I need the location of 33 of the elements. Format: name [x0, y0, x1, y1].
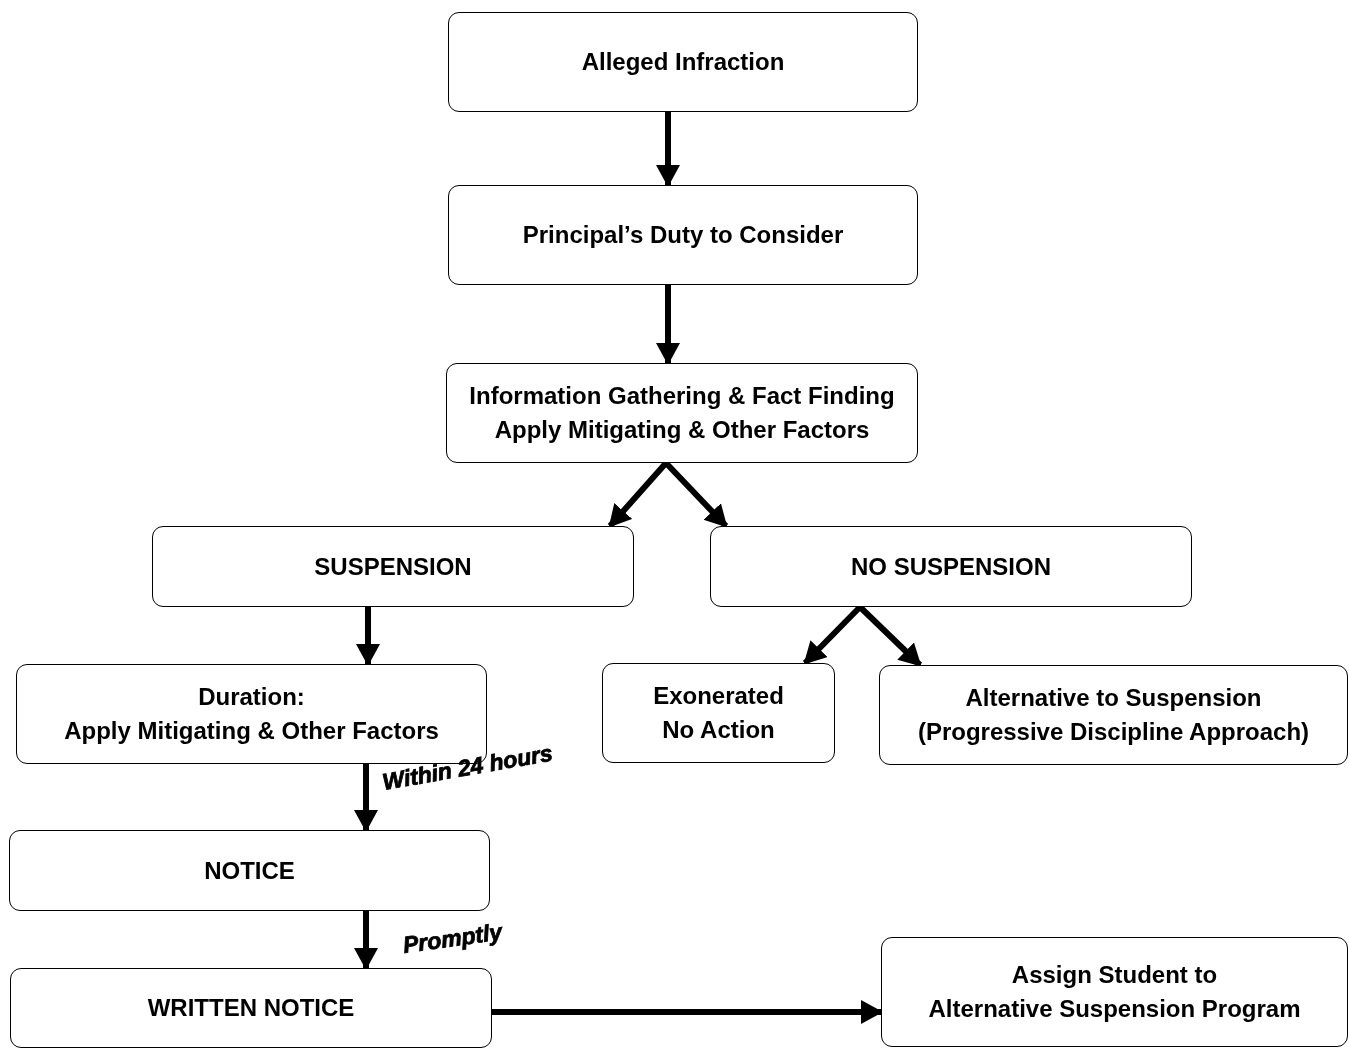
box-text: Duration:	[198, 682, 305, 712]
arrow	[356, 607, 380, 666]
box-text: SUSPENSION	[314, 551, 472, 582]
process-box	[9, 830, 490, 911]
process-box	[448, 12, 918, 112]
process-box	[879, 665, 1348, 765]
box-text: Principal’s Duty to Consider	[522, 220, 844, 250]
box-text: NOTICE	[204, 855, 295, 886]
box-text: Exonerated	[653, 681, 784, 711]
arrow	[656, 285, 680, 365]
box-text: Alleged Infraction	[581, 47, 785, 77]
box-text: Alternative Suspension Program	[928, 994, 1301, 1024]
process-box	[448, 185, 918, 285]
box-text: Apply Mitigating & Other Factors	[494, 415, 870, 445]
edge-label: Promptly	[401, 918, 504, 959]
box-text: Alternative to Suspension	[965, 683, 1262, 713]
box-text: Assign Student to	[1011, 960, 1218, 990]
process-box	[881, 937, 1348, 1047]
process-box	[446, 363, 918, 463]
process-box	[602, 663, 835, 763]
arrow	[656, 112, 680, 187]
box-text: NO SUSPENSION	[850, 551, 1051, 582]
process-box	[10, 968, 492, 1048]
process-box	[152, 526, 634, 607]
box-text: WRITTEN NOTICE	[147, 993, 355, 1023]
box-text: No Action	[662, 715, 775, 745]
arrow	[492, 1000, 883, 1024]
arrow	[354, 911, 378, 970]
arrow	[607, 461, 669, 528]
process-box	[710, 526, 1192, 607]
box-text: Information Gathering & Fact Finding	[469, 381, 895, 411]
arrow	[354, 764, 378, 832]
box-text: (Progressive Discipline Approach)	[917, 717, 1310, 747]
